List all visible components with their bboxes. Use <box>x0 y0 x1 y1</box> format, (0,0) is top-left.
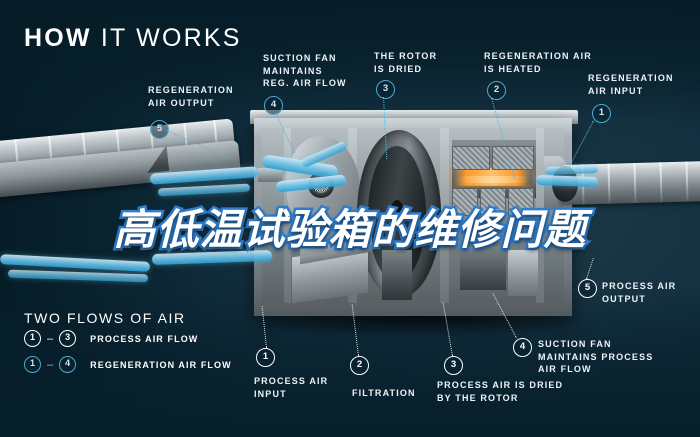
filter-block-2 <box>492 146 534 170</box>
legend-marker-from-1: 1 <box>24 330 41 347</box>
callout-label-regeneration-input: REGENERATION AIR INPUT <box>588 73 674 96</box>
filter-block-1 <box>452 146 490 170</box>
legend-dash-2: – <box>47 358 54 371</box>
page-title: HOW IT WORKS <box>24 24 242 53</box>
legend-marker-from-1-blue: 1 <box>24 356 41 373</box>
marker-1-process-input[interactable]: 1 <box>256 348 275 367</box>
legend-marker-to-3: 3 <box>59 330 77 347</box>
legend-text-regeneration-air-flow: REGENERATION AIR FLOW <box>90 359 232 370</box>
marker-3-rotor-dried[interactable]: 3 <box>376 80 395 99</box>
page-title-bold: HOW <box>24 24 92 52</box>
divider-panel-1 <box>284 128 291 303</box>
marker-1-regeneration-input[interactable]: 1 <box>592 104 611 123</box>
heating-element-glow <box>458 176 528 183</box>
marker-4-suction-fan-process[interactable]: 4 <box>513 338 532 357</box>
side-inlet <box>258 168 282 182</box>
rotor-hub <box>390 200 404 228</box>
marker-3-process-dried[interactable]: 3 <box>444 356 463 375</box>
legend-dash-1: – <box>47 332 54 345</box>
callout-label-process-air-input: PROCESS AIR INPUT <box>254 376 329 399</box>
legend-title: TWO FLOWS OF AIR <box>24 310 186 326</box>
divider-panel-4 <box>536 128 544 303</box>
legend-marker-to-4-blue: 4 <box>59 356 77 373</box>
marker-2-filtration[interactable]: 2 <box>350 356 369 375</box>
page-title-light: IT WORKS <box>100 24 242 52</box>
callout-label-regeneration-heated: REGENERATION AIR IS HEATED <box>484 51 592 74</box>
marker-5-regeneration-output[interactable]: 5 <box>150 120 169 139</box>
airflow-ribbon-right-1 <box>535 174 599 188</box>
callout-label-process-air-output: PROCESS AIR OUTPUT <box>602 281 677 304</box>
callout-label-process-air-dried: PROCESS AIR IS DRIED BY THE ROTOR <box>437 380 564 403</box>
cabinet-shadow <box>250 312 580 338</box>
lower-component-2 <box>460 246 506 290</box>
callout-label-regeneration-air-output: REGENERATION AIR OUTPUT <box>148 85 234 108</box>
airflow-ribbon-bottom-left-2 <box>7 269 149 283</box>
legend-row-process-air: 1 – 3 PROCESS AIR FLOW <box>24 330 198 347</box>
lower-component-3 <box>508 250 538 296</box>
marker-2-regeneration-heated[interactable]: 2 <box>487 81 506 100</box>
marker-5-process-output[interactable]: 5 <box>578 279 597 298</box>
filter-block-3 <box>452 188 478 216</box>
callout-label-filtration: FILTRATION <box>352 388 416 398</box>
marker-4-suction-fan-reg[interactable]: 4 <box>264 96 283 115</box>
filter-block-5 <box>508 188 534 216</box>
lower-component-1 <box>382 250 412 300</box>
callout-label-suction-fan-reg: SUCTION FAN MAINTAINS REG. AIR FLOW <box>263 53 347 88</box>
callout-label-rotor-dried: THE ROTOR IS DRIED <box>374 51 438 74</box>
legend-row-regeneration-air: 1 – 4 REGENERATION AIR FLOW <box>24 356 232 373</box>
airflow-ribbon-left-2 <box>157 183 251 197</box>
legend-text-process-air-flow: PROCESS AIR FLOW <box>90 333 199 344</box>
filter-block-4 <box>480 188 506 216</box>
divider-panel-3 <box>440 128 449 303</box>
callout-label-suction-fan-process: SUCTION FAN MAINTAINS PROCESS AIR FLOW <box>538 339 654 374</box>
chinese-headline: 高低温试验箱的维修问题 <box>111 204 588 256</box>
